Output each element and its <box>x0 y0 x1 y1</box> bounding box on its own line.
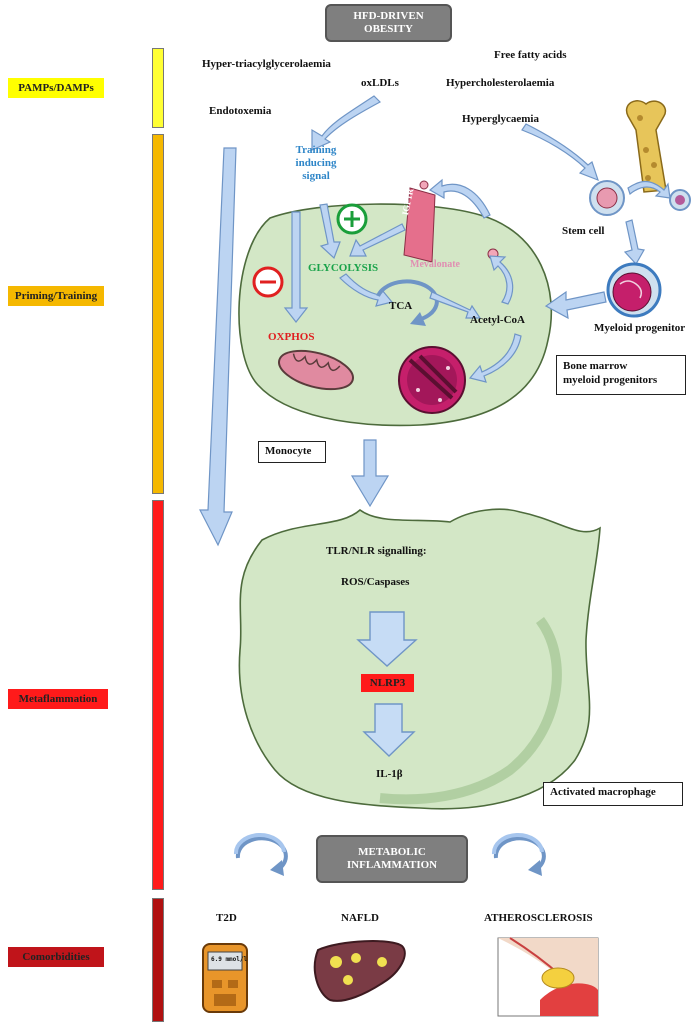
stem-myeloid-arrow <box>623 219 645 266</box>
myeloid-progenitor-icon <box>606 262 662 318</box>
nlrp3-il1b-arrow <box>362 703 416 757</box>
tca-cycle <box>376 279 439 326</box>
ros-caspases-label: ROS/Caspases <box>341 576 410 588</box>
cycle-icon-left <box>233 832 288 876</box>
training-signal-line2: inducing <box>295 157 337 169</box>
mitochondrion <box>278 349 354 391</box>
trigger-hyperglycaemia: Hyperglycaemia <box>462 113 539 125</box>
liver-icon <box>313 940 406 1002</box>
tca-acetyl-arrow <box>429 291 482 319</box>
oxldl-arrow <box>311 95 381 151</box>
stage-label-priming: Priming/Training <box>8 286 104 306</box>
glucose-meter-icon <box>202 943 248 1013</box>
glycolysis-label: GLYCOLYSIS <box>308 262 379 274</box>
trigger-hypertriacylglycerolaemia: Hyper-triacylglycerolaemia <box>202 58 331 70</box>
stage-bar-priming <box>152 134 164 494</box>
oxphos-label: OXPHOS <box>268 331 315 343</box>
stem-cell-icon <box>589 180 625 216</box>
metabolic-line1: METABOLIC <box>358 846 426 858</box>
header-box: HFD-DRIVEN OBESITY <box>325 4 452 42</box>
bone-icon <box>625 100 667 193</box>
glycolysis-tca-arrow <box>339 273 394 307</box>
ros-nlrp3-arrow <box>356 611 418 667</box>
header-line1: HFD-DRIVEN <box>353 10 424 22</box>
myeloid-monocyte-arrow <box>544 290 607 320</box>
stage-bar-comorbidities <box>152 898 164 1022</box>
stem-cell-label: Stem cell <box>562 225 605 237</box>
acetyl-mevalonate-arrow <box>489 255 514 305</box>
il1b-label: IL-1β <box>376 768 403 780</box>
metabolic-line2: INFLAMMATION <box>346 859 438 871</box>
small-cell-icon <box>669 189 691 211</box>
mevalonate-label: Mevalonate <box>410 259 460 270</box>
hyperglycaemia-arrow <box>521 123 599 182</box>
activated-macrophage-box: Activated macrophage <box>543 782 683 806</box>
stage-bar-metaflammation <box>152 500 164 890</box>
nlrp3-badge: NLRP3 <box>361 674 414 692</box>
training-arrow-oxphos <box>283 211 309 323</box>
mevalonate-arrow <box>428 178 491 219</box>
plus-sign <box>336 203 368 235</box>
header-line2: OBESITY <box>364 23 413 35</box>
endotoxemia-arrow <box>199 147 237 547</box>
stage-label-metaflammation: Metaflammation <box>8 689 108 709</box>
minus-sign <box>252 266 284 298</box>
t2d-label: T2D <box>216 912 237 924</box>
stage-label-pamps: PAMPs/DAMPs <box>8 78 104 98</box>
nucleus <box>398 346 466 414</box>
stage-label-comorbidities: Comorbidities <box>8 947 104 967</box>
training-arrow-glycolysis <box>319 203 341 260</box>
trigger-ffa: Free fatty acids <box>494 49 567 61</box>
bone-marrow-line1: Bone marrow <box>563 360 628 372</box>
trigger-oxldl: oxLDLs <box>361 77 399 89</box>
macrophage-cell <box>238 508 601 810</box>
stage-bar-pamps <box>152 48 164 128</box>
atherosclerosis-label: ATHEROSCLEROSIS <box>484 912 593 924</box>
trigger-endotoxemia: Endotoxemia <box>209 105 272 117</box>
bone-marrow-box: Bone marrow myeloid progenitors <box>556 355 686 395</box>
myeloid-progenitor-label: Myeloid progenitor <box>594 322 686 334</box>
stem-small-arrow <box>627 180 671 199</box>
bone-marrow-line2: myeloid progenitors <box>563 374 658 386</box>
training-signal-line1: Training <box>295 144 337 156</box>
nafld-label: NAFLD <box>341 912 379 924</box>
igf1r-receptor <box>403 180 436 263</box>
training-signal-line3: signal <box>302 170 330 182</box>
artery-plaque-icon <box>497 937 599 1017</box>
tlr-nlr-label: TLR/NLR signalling: <box>326 545 427 557</box>
monocyte-label-box: Monocyte <box>258 441 326 463</box>
igf1r-arrow <box>349 223 406 257</box>
monocyte-macrophage-arrow <box>350 439 390 508</box>
meter-reading: 6.9 mmol/l <box>211 956 248 963</box>
trigger-hypercholesterolaemia: Hypercholesterolaemia <box>446 77 555 89</box>
metabolic-inflammation-box: METABOLIC INFLAMMATION <box>316 835 468 883</box>
cycle-icon-right <box>491 832 546 876</box>
acetyl-nucleus-arrow <box>468 333 522 383</box>
tca-label: TCA <box>389 300 413 312</box>
acetyl-coa-label: Acetyl-CoA <box>470 314 525 326</box>
training-signal-label: Training inducing signal <box>280 144 352 183</box>
